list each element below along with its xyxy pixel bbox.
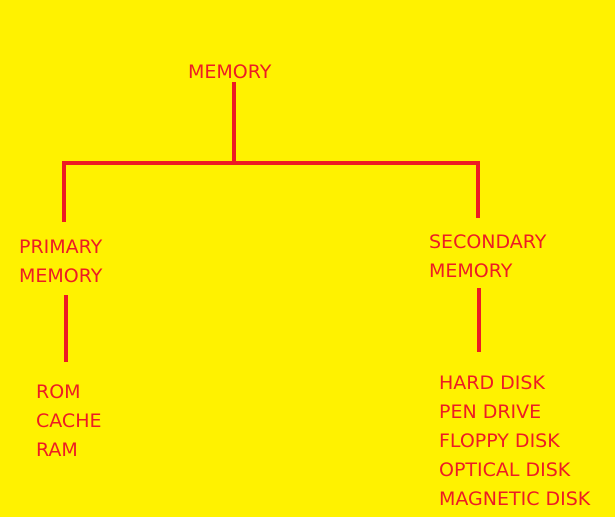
primary-item-rom: ROM (36, 381, 81, 403)
primary-memory-node: PRIMARY MEMORY (19, 233, 102, 291)
primary-item-cache: CACHE (36, 410, 102, 432)
secondary-item-optical-disk: OPTICAL DISK (439, 459, 571, 481)
secondary-memory-node: SECONDARY MEMORY (429, 228, 546, 286)
secondary-memory-label-line2: MEMORY (429, 260, 513, 282)
memory-root-label: MEMORY (188, 61, 272, 83)
secondary-memory-items: HARD DISK PEN DRIVE FLOPPY DISK OPTICAL … (439, 369, 590, 514)
secondary-item-magnetic-disk: MAGNETIC DISK (439, 488, 591, 510)
secondary-item-floppy-disk: FLOPPY DISK (439, 430, 560, 452)
memory-root-node: MEMORY (188, 58, 271, 87)
primary-memory-label-line1: PRIMARY (19, 236, 103, 258)
secondary-item-hard-disk: HARD DISK (439, 372, 545, 394)
secondary-memory-label-line1: SECONDARY (429, 231, 547, 253)
primary-memory-items: ROM CACHE RAM (36, 378, 102, 465)
primary-item-ram: RAM (36, 439, 78, 461)
secondary-item-pen-drive: PEN DRIVE (439, 401, 542, 423)
primary-memory-label-line2: MEMORY (19, 265, 103, 287)
